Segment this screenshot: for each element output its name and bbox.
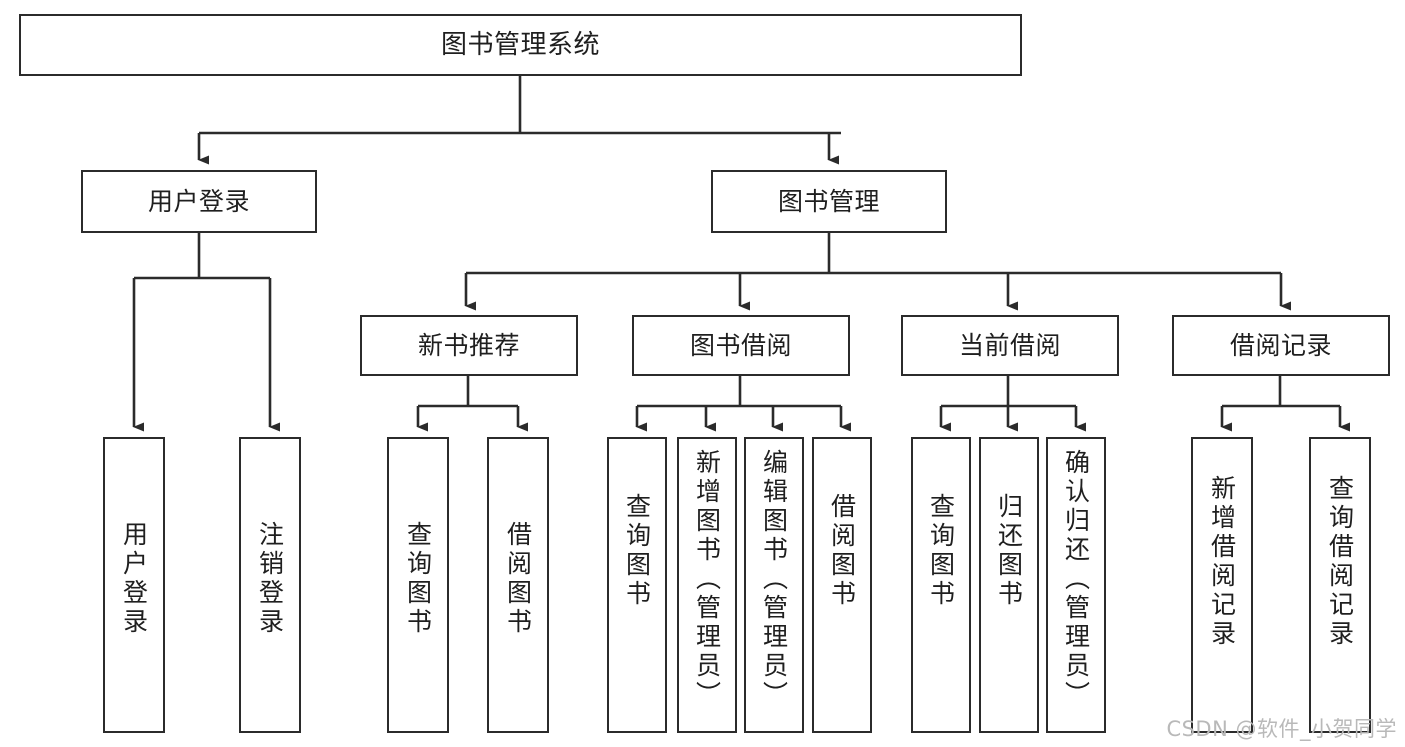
node-leaf-rec-query-book-label: 查询图书: [403, 521, 433, 637]
node-leaf-borrow-add-book-label: 新增图书（管理员）: [692, 449, 722, 710]
node-leaf-cur-query-book[interactable]: 查询图书: [911, 437, 971, 733]
node-new-book-recommend-label: 新书推荐: [417, 331, 520, 360]
node-current-borrow-label: 当前借阅: [958, 331, 1061, 360]
node-current-borrow[interactable]: 当前借阅: [901, 315, 1119, 376]
node-book-manage[interactable]: 图书管理: [711, 170, 947, 233]
node-root[interactable]: 图书管理系统: [19, 14, 1022, 76]
node-leaf-cur-confirm-return[interactable]: 确认归还（管理员）: [1046, 437, 1106, 733]
node-leaf-record-add[interactable]: 新增借阅记录: [1191, 437, 1253, 733]
node-leaf-borrow-lend-book-label: 借阅图书: [827, 493, 857, 609]
node-leaf-rec-borrow-book[interactable]: 借阅图书: [487, 437, 549, 733]
node-borrow-record[interactable]: 借阅记录: [1172, 315, 1390, 376]
node-leaf-user-login[interactable]: 用户登录: [103, 437, 165, 733]
node-leaf-record-add-label: 新增借阅记录: [1207, 475, 1237, 649]
csdn-watermark: CSDN @软件_小贺同学: [1166, 717, 1397, 741]
node-leaf-borrow-query-book[interactable]: 查询图书: [607, 437, 667, 733]
node-book-borrow[interactable]: 图书借阅: [632, 315, 850, 376]
node-leaf-cur-confirm-return-label: 确认归还（管理员）: [1061, 449, 1091, 710]
node-leaf-borrow-edit-book-label: 编辑图书（管理员）: [759, 449, 789, 710]
node-leaf-borrow-query-book-label: 查询图书: [622, 493, 652, 609]
node-leaf-user-login-label: 用户登录: [119, 521, 149, 637]
node-leaf-borrow-add-book[interactable]: 新增图书（管理员）: [677, 437, 737, 733]
node-new-book-recommend[interactable]: 新书推荐: [360, 315, 578, 376]
node-user-login[interactable]: 用户登录: [81, 170, 317, 233]
node-leaf-borrow-edit-book[interactable]: 编辑图书（管理员）: [744, 437, 804, 733]
node-leaf-cur-query-book-label: 查询图书: [926, 493, 956, 609]
node-leaf-user-logout-label: 注销登录: [255, 521, 285, 637]
node-borrow-record-label: 借阅记录: [1229, 331, 1332, 360]
node-leaf-record-search-label: 查询借阅记录: [1325, 475, 1355, 649]
node-leaf-rec-borrow-book-label: 借阅图书: [503, 521, 533, 637]
node-user-login-label: 用户登录: [147, 187, 250, 216]
node-leaf-user-logout[interactable]: 注销登录: [239, 437, 301, 733]
node-leaf-record-search[interactable]: 查询借阅记录: [1309, 437, 1371, 733]
node-root-label: 图书管理系统: [440, 29, 600, 60]
node-book-borrow-label: 图书借阅: [689, 331, 792, 360]
node-leaf-borrow-lend-book[interactable]: 借阅图书: [812, 437, 872, 733]
node-leaf-cur-return-book[interactable]: 归还图书: [979, 437, 1039, 733]
node-leaf-cur-return-book-label: 归还图书: [994, 493, 1024, 609]
node-leaf-rec-query-book[interactable]: 查询图书: [387, 437, 449, 733]
node-book-manage-label: 图书管理: [777, 187, 880, 216]
